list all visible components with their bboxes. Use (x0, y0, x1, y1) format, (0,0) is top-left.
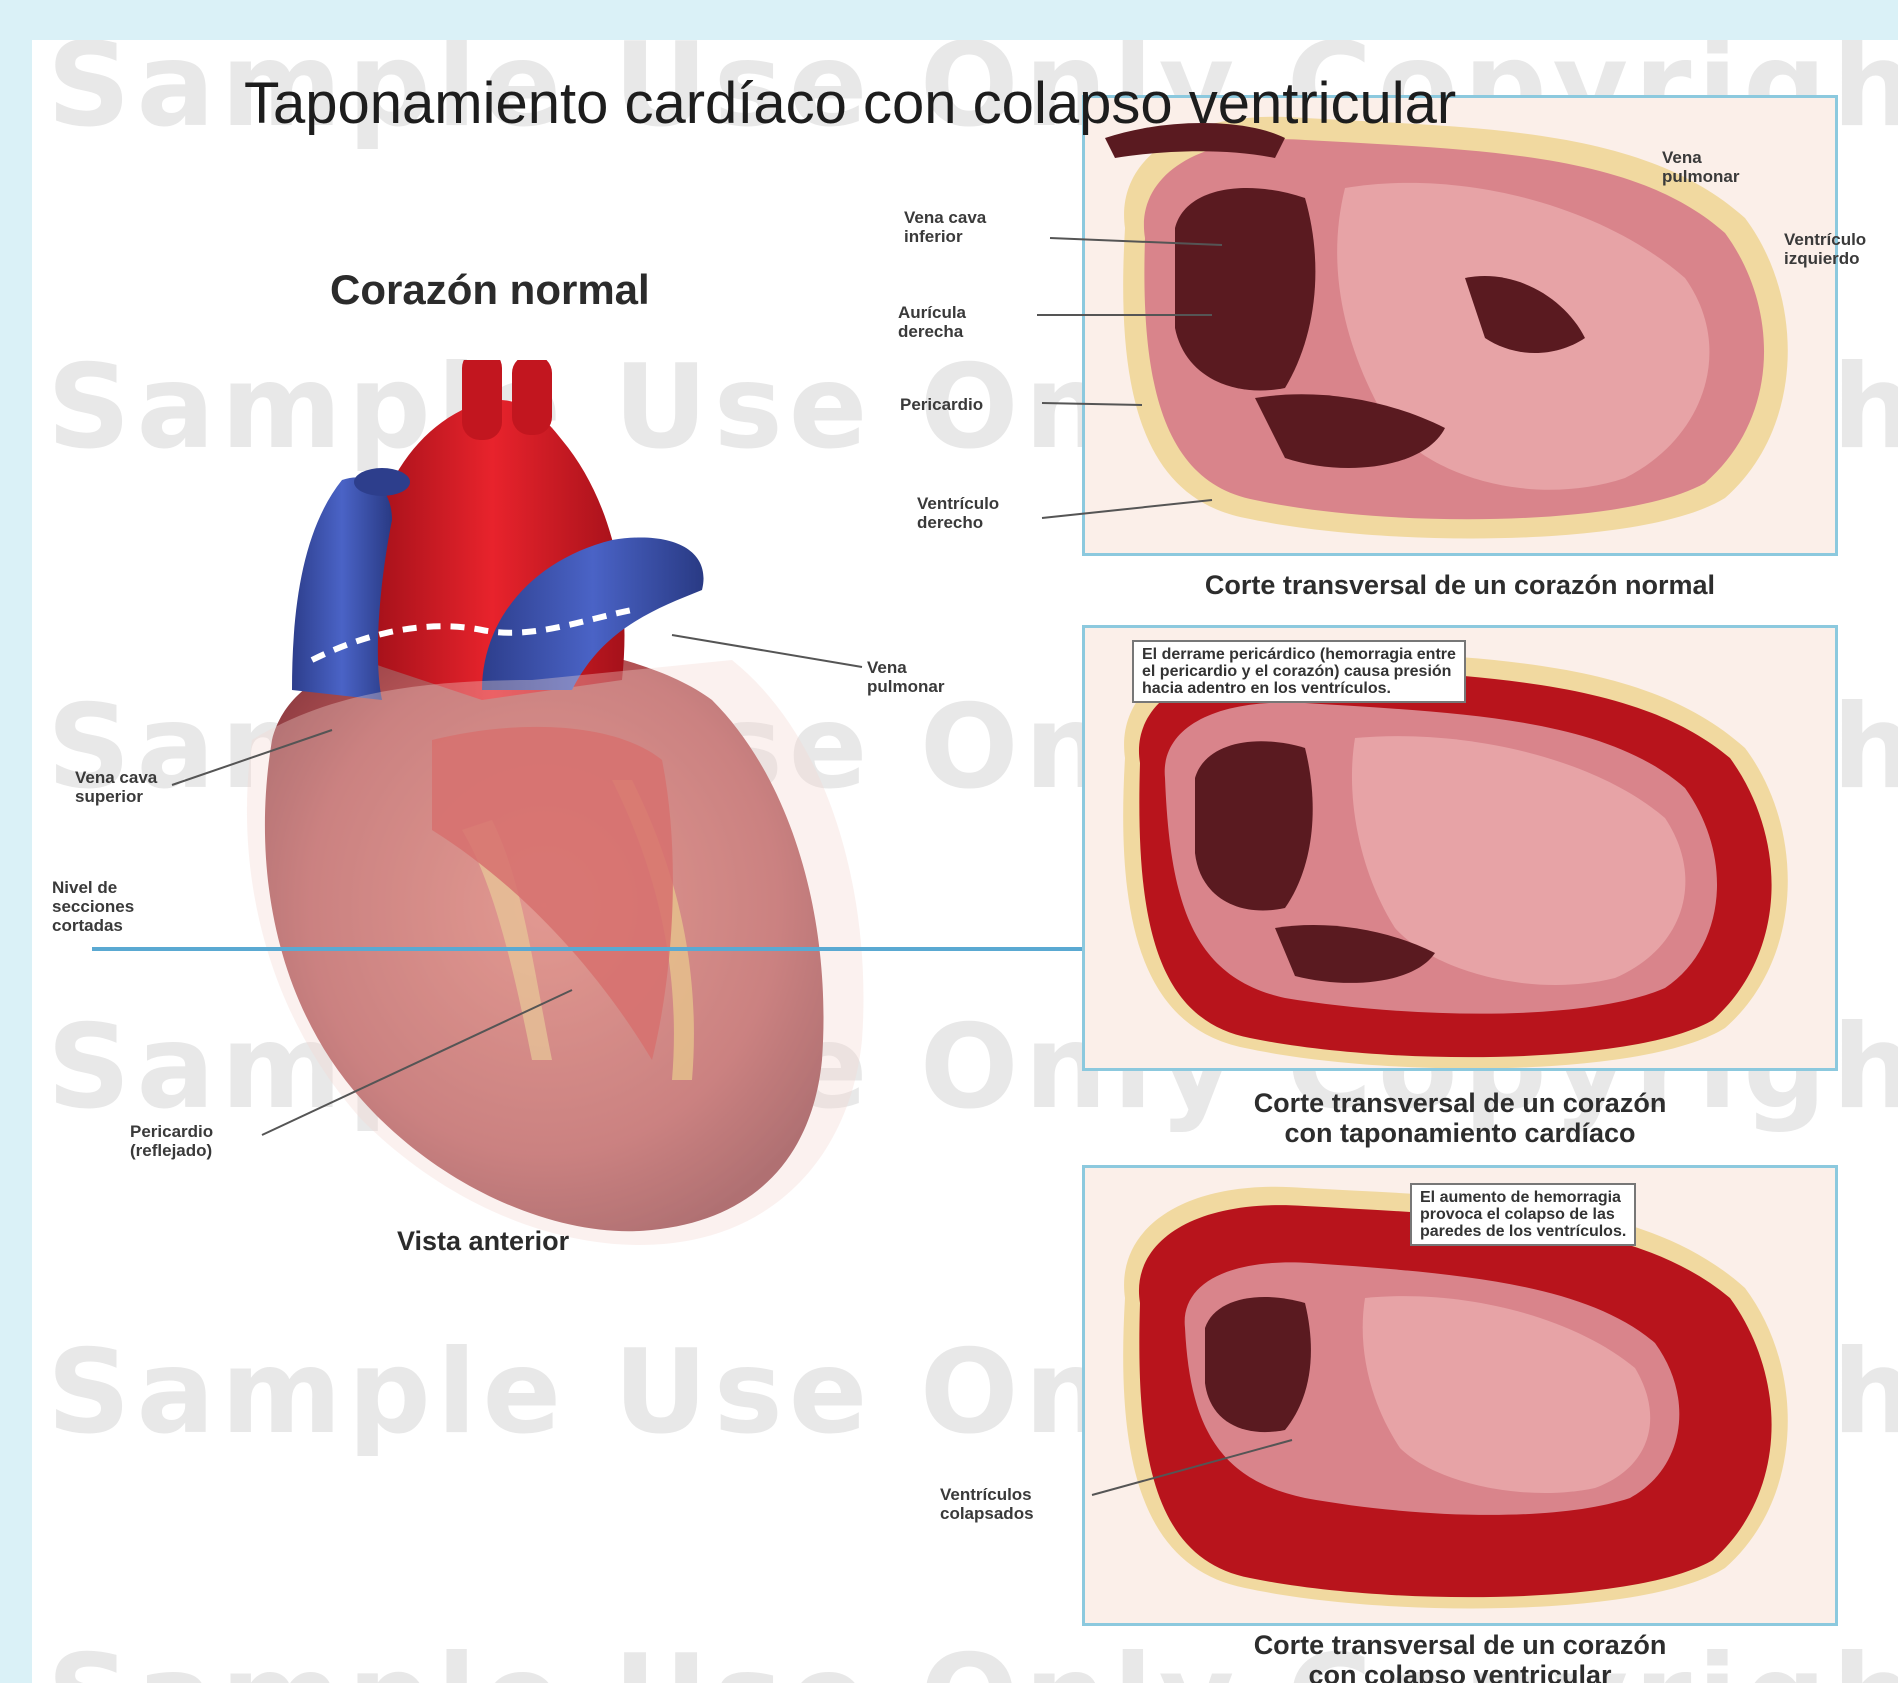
caption-tamponade: Corte transversal de un corazón con tapo… (1080, 1088, 1840, 1148)
anterior-view-label: Vista anterior (397, 1226, 569, 1257)
caption-normal: Corte transversal de un corazón normal (1080, 570, 1840, 600)
normal-heart-heading: Corazón normal (330, 266, 650, 314)
note-tamponade: El derrame pericárdico (hemorragia entre… (1132, 640, 1466, 703)
anterior-heart-illustration (232, 360, 992, 1260)
caption-collapse: Corte transversal de un corazón con cola… (1080, 1630, 1840, 1683)
section-level-line (92, 947, 1082, 951)
illustration-frame: Sample Use Only Copyright Sample Use Onl… (32, 40, 1898, 1683)
label-pericardio: Pericardio (900, 395, 983, 414)
label-pericardio-reflejado: Pericardio(reflejado) (130, 1122, 213, 1160)
page-title: Taponamiento cardíaco con colapso ventri… (244, 70, 1456, 137)
